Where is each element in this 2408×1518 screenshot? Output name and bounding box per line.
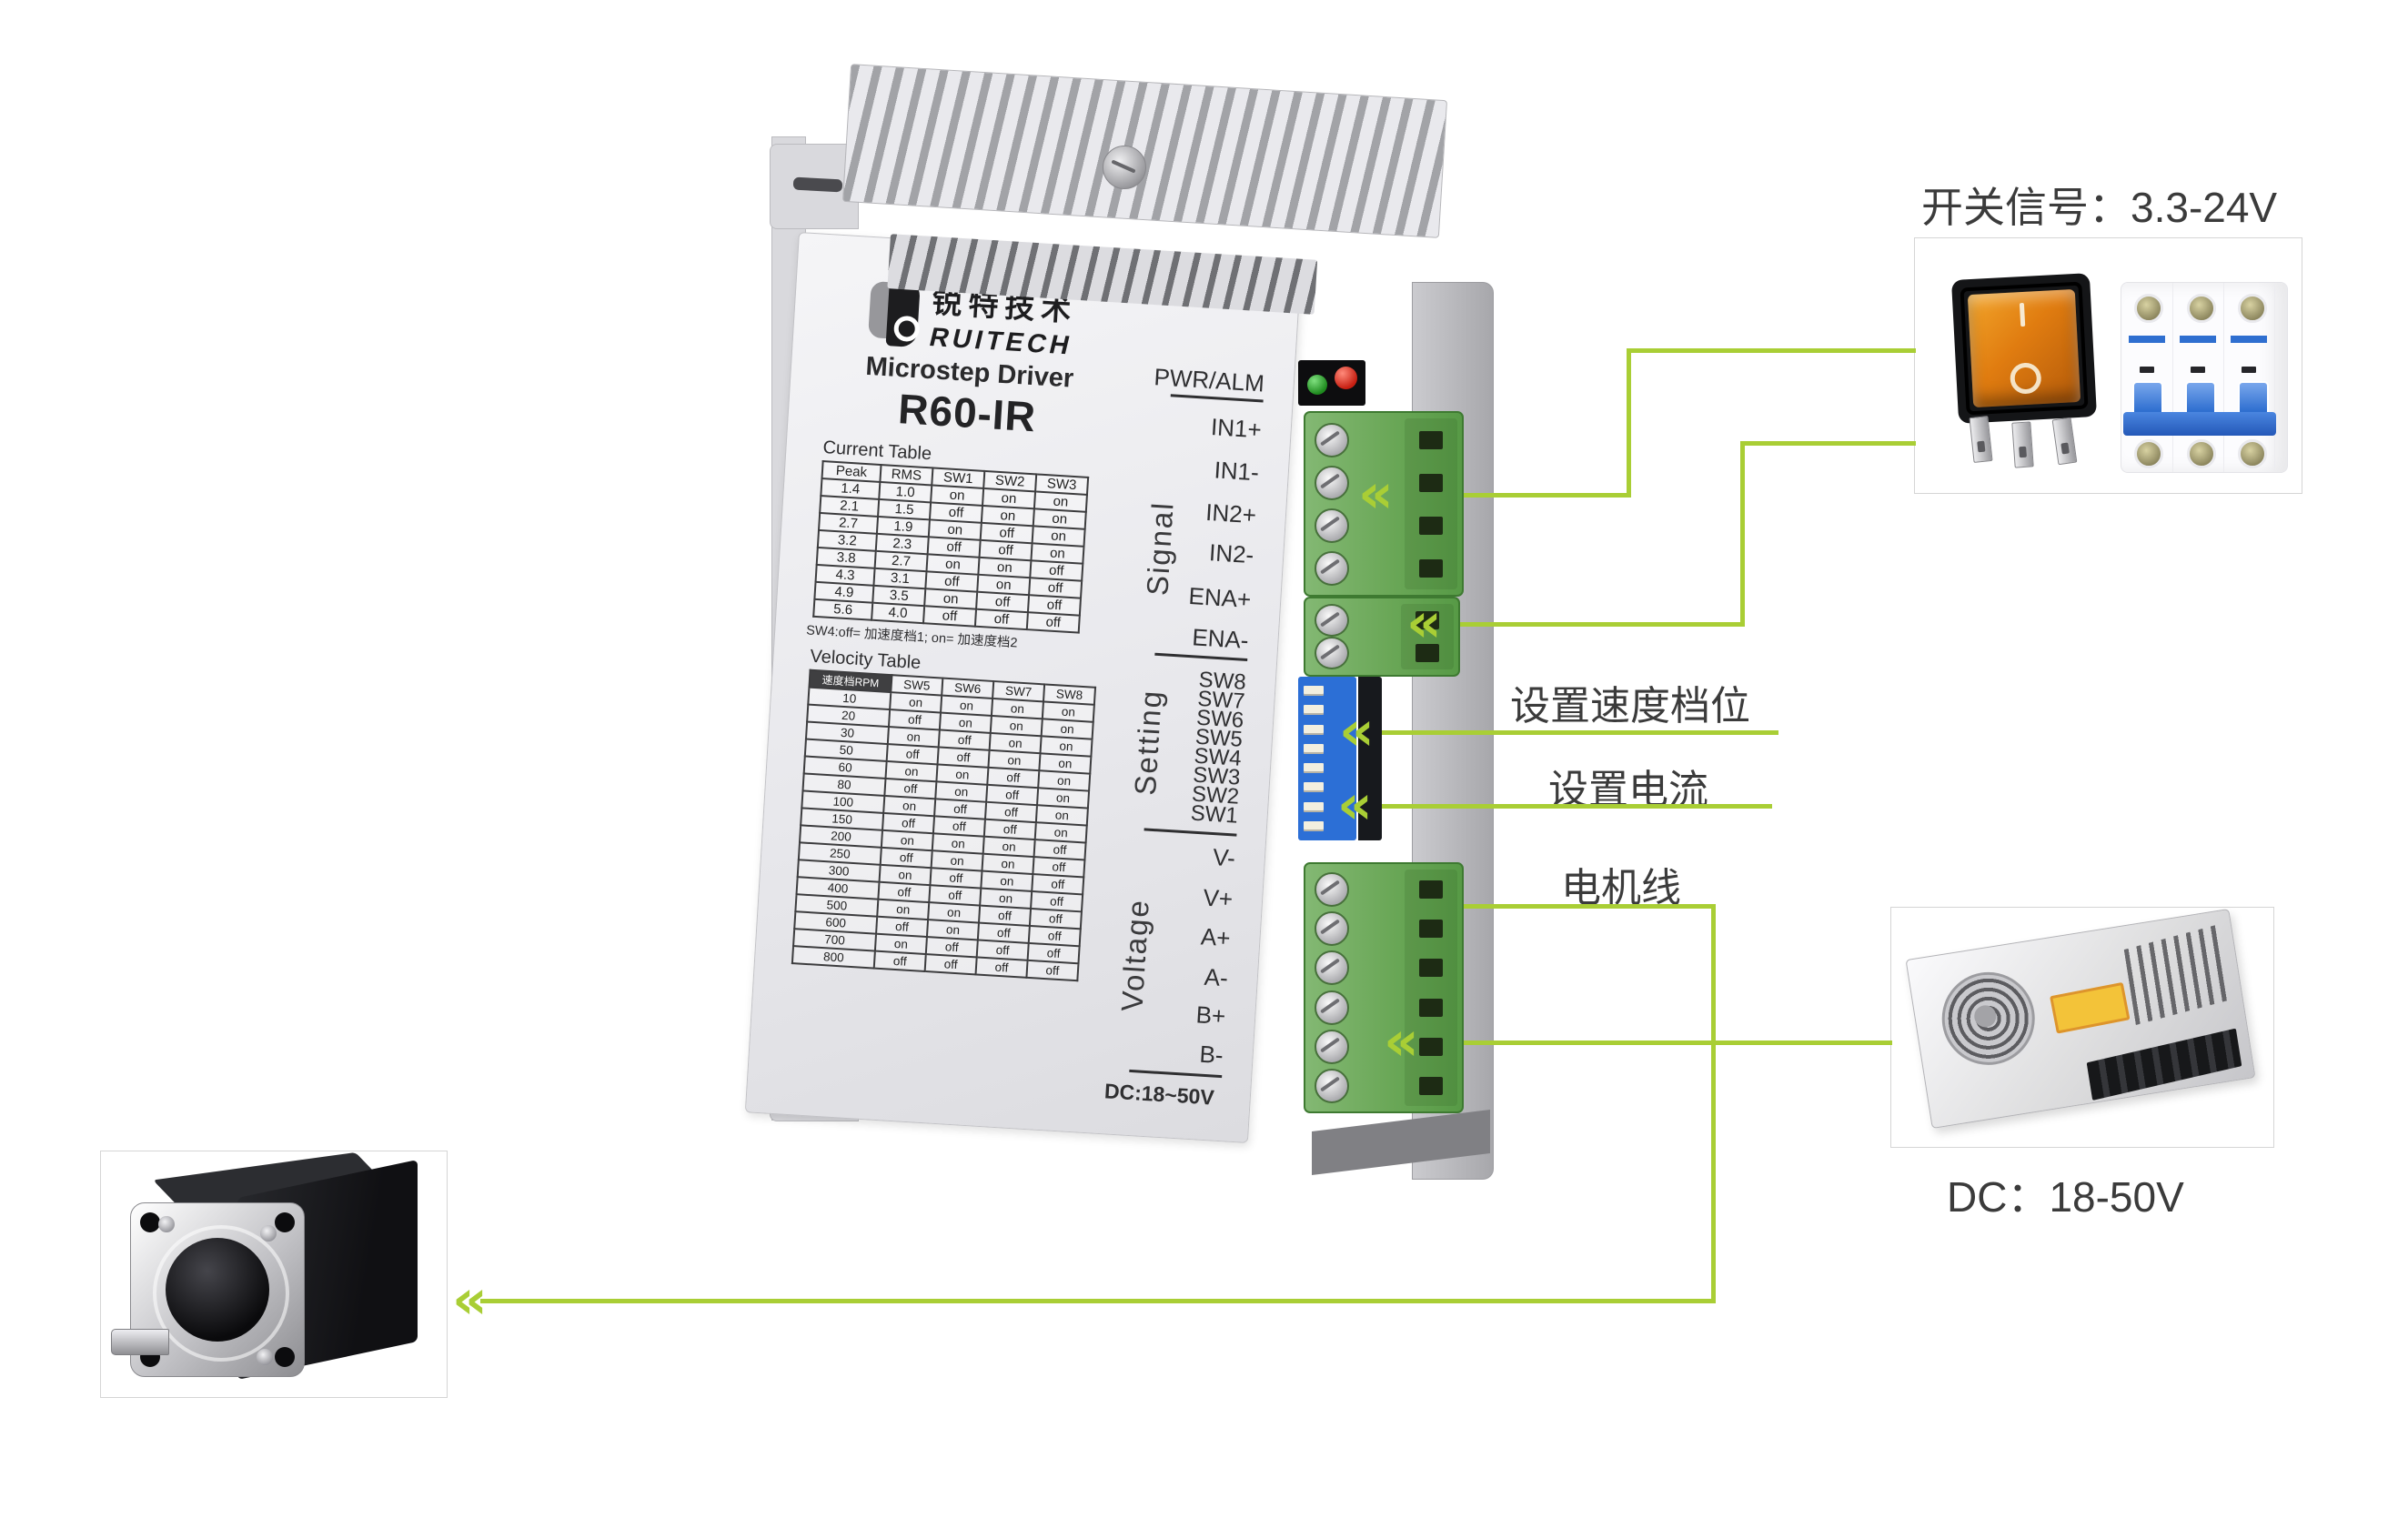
table-cell: off xyxy=(1026,960,1079,981)
pin-label-v: V- xyxy=(1212,843,1236,872)
switch-breaker-box xyxy=(1914,237,2302,494)
rocker-pin xyxy=(2051,417,2078,466)
enable-terminal-block xyxy=(1304,597,1460,677)
pin-label-b: B- xyxy=(1198,1040,1224,1070)
driver-label-area: 锐特技术 RUITECH Microstep Driver R60-IR Cur… xyxy=(775,268,1133,982)
speed-setting-label: 设置速度档位 xyxy=(1510,684,1750,729)
wire-ena-h2 xyxy=(1740,441,1916,446)
motor-shaft xyxy=(111,1329,169,1355)
pin-label-ena: ENA- xyxy=(1191,623,1250,654)
table-cell: off xyxy=(924,954,977,975)
wire-speed-setting xyxy=(1363,730,1778,735)
wire-motor-v xyxy=(1711,904,1716,1303)
wire-signal-h1 xyxy=(1383,493,1630,498)
rocker-switch-image xyxy=(1950,273,2098,424)
dip-lever xyxy=(1304,686,1324,697)
table-cell: off xyxy=(873,950,926,971)
arrow-psu-terminal-icon: « xyxy=(1384,1010,1419,1073)
dc-range-label: DC:18~50V xyxy=(1103,1079,1215,1110)
dip-lever xyxy=(1304,820,1324,831)
table-cell: off xyxy=(974,608,1028,630)
led-housing xyxy=(1298,360,1365,406)
rocker-off-mark xyxy=(2009,362,2042,395)
panel-divider xyxy=(1144,828,1237,837)
wire-signal-v xyxy=(1627,350,1631,498)
switch-signal-label: 开关信号：3.3-24V xyxy=(1921,184,2278,231)
dip-lever xyxy=(1304,763,1324,774)
table-cell: off xyxy=(922,606,977,627)
rocker-key xyxy=(1967,288,2081,408)
rocker-on-mark xyxy=(2019,302,2026,327)
motor-pilot-ring xyxy=(153,1225,289,1362)
dip-lever xyxy=(1304,782,1324,793)
table-cell: 800 xyxy=(791,946,875,969)
signal-terminal-block xyxy=(1304,411,1464,597)
table-cell: off xyxy=(1026,612,1080,633)
power-supply-image xyxy=(1905,908,2256,1130)
driver-top-screw xyxy=(1103,146,1146,189)
psu-warning-sticker xyxy=(2050,981,2131,1034)
wire-ena-v xyxy=(1740,443,1745,627)
psu-vents xyxy=(2123,925,2228,1026)
voltage-terminal-block xyxy=(1304,862,1464,1113)
dip-switch-block xyxy=(1298,677,1356,840)
circuit-breaker-image xyxy=(2121,282,2288,473)
driver-front-face: 锐特技术 RUITECH Microstep Driver R60-IR Cur… xyxy=(744,232,1318,1144)
table-cell: off xyxy=(975,957,1028,978)
table-cell: 4.0 xyxy=(872,602,925,624)
table-cell: 5.6 xyxy=(813,598,873,620)
panel-divider xyxy=(1129,1069,1223,1079)
arrow-speed-dip-icon: « xyxy=(1339,699,1375,763)
power-led-icon xyxy=(1307,375,1327,395)
psu-fan-icon xyxy=(1935,965,2042,1072)
motor-wire-label: 电机线 xyxy=(1561,866,1681,910)
psu-terminal-strip xyxy=(2086,1028,2242,1101)
dc-supply-label: DC：18-50V xyxy=(1947,1173,2184,1221)
alarm-led-icon xyxy=(1335,367,1357,389)
dip-switch-pins xyxy=(1358,677,1382,840)
driver-heatsink-fins xyxy=(841,64,1448,238)
dip-lever xyxy=(1304,743,1324,754)
panel-divider xyxy=(1154,652,1248,661)
arrow-motor-icon: « xyxy=(452,1268,488,1332)
stepper-motor-box xyxy=(100,1151,448,1398)
wire-psu xyxy=(1414,1040,1892,1045)
wire-motor-h2 xyxy=(480,1299,1716,1303)
motor-face-plate xyxy=(111,1202,305,1377)
wire-signal-h2 xyxy=(1627,348,1916,353)
arrow-signal-terminal-icon: « xyxy=(1358,462,1394,526)
brand-name-en: RUITECH xyxy=(926,322,1076,360)
dip-lever xyxy=(1304,705,1324,716)
rocker-pin xyxy=(2011,421,2034,468)
motor-center-boss xyxy=(166,1238,269,1342)
power-supply-box xyxy=(1890,907,2274,1148)
pwr-alm-label: PWR/ALM xyxy=(1153,363,1265,397)
wire-current-setting xyxy=(1361,804,1772,809)
arrow-current-dip-icon: « xyxy=(1337,773,1373,837)
arrow-ena-terminal-icon: « xyxy=(1406,591,1442,655)
dip-lever xyxy=(1304,801,1324,812)
driver-flange-slot-top xyxy=(792,176,843,193)
pin-label-in1: IN1+ xyxy=(1210,413,1263,444)
wire-motor-h1 xyxy=(1404,904,1716,909)
wire-ena-h1 xyxy=(1417,622,1745,627)
rocker-pin xyxy=(1969,416,1993,463)
dip-lever xyxy=(1304,724,1324,735)
